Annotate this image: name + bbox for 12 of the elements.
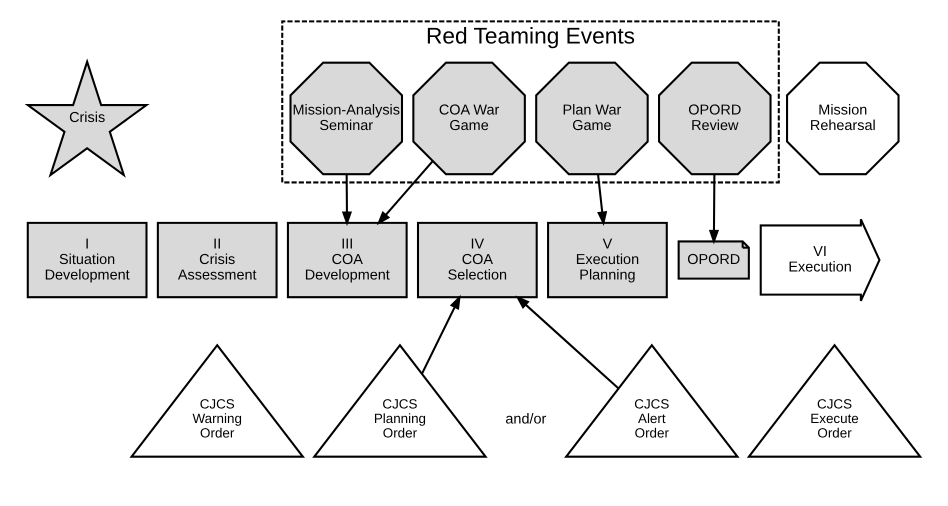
arrow bbox=[376, 160, 434, 225]
label: and/or bbox=[505, 410, 546, 427]
arrow bbox=[516, 295, 619, 389]
arrow bbox=[708, 174, 720, 244]
node-box: IV COA Selection bbox=[416, 221, 538, 298]
arrow bbox=[597, 174, 608, 226]
node-box: II Crisis Assessment bbox=[156, 221, 278, 298]
arrow bbox=[421, 294, 461, 374]
node-box: I Situation Development bbox=[26, 221, 148, 298]
node-box: III COA Development bbox=[286, 221, 408, 298]
arrow bbox=[342, 174, 352, 226]
node-box: V Execution Planning bbox=[547, 221, 668, 298]
